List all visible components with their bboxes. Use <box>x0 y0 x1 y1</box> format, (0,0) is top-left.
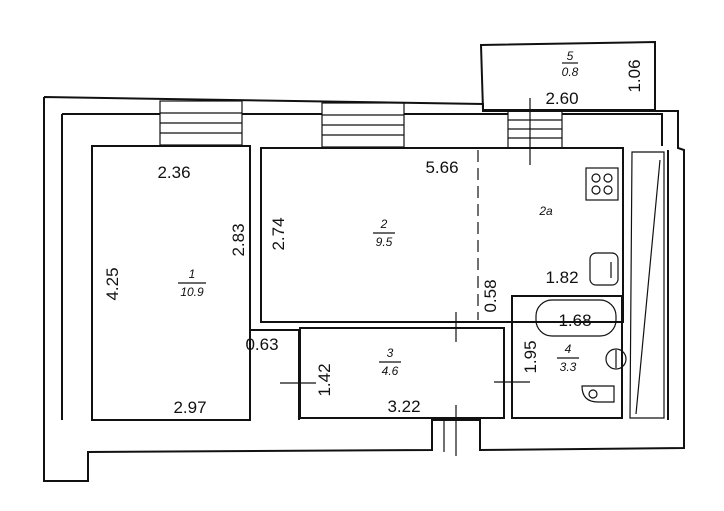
room-1-number: 1 <box>189 267 196 281</box>
door-marks <box>280 312 530 456</box>
room-2a-number: 2а <box>538 204 553 218</box>
stove-icon <box>585 167 619 201</box>
room-5-area: 0.8 <box>562 65 579 79</box>
bathtub-icon <box>535 299 617 337</box>
window-top-middle <box>321 102 405 148</box>
dim-kitchen-width: 1.82 <box>545 268 578 287</box>
dim-balcony-depth: 1.06 <box>625 59 644 92</box>
dim-room2-step: 0.58 <box>481 279 500 312</box>
room-3-number: 3 <box>387 346 394 360</box>
window-top-left <box>159 100 243 146</box>
dim-room3-left: 1.42 <box>315 363 334 396</box>
room-2-area: 9.5 <box>376 235 393 249</box>
room-5-number: 5 <box>567 49 574 63</box>
dim-bath: 1.68 <box>558 311 591 330</box>
room-2-number: 2 <box>380 217 388 231</box>
dim-room4-left: 1.95 <box>521 340 540 373</box>
toilet-icon <box>581 385 615 403</box>
room-4 <box>511 295 623 419</box>
dim-room1-right: 2.83 <box>229 223 248 256</box>
room-4-number: 4 <box>565 342 572 356</box>
room-3 <box>299 327 505 419</box>
sink-icon <box>589 252 619 286</box>
washbasin-icon <box>605 348 627 370</box>
outer-walls <box>43 96 685 482</box>
dim-balcony-width: 2.60 <box>545 89 578 108</box>
dim-room2-top: 5.66 <box>425 158 458 177</box>
room-1-area: 10.9 <box>180 285 204 299</box>
right-wall-panel <box>629 151 665 419</box>
dim-room1-step: 0.63 <box>245 335 278 354</box>
room-3-area: 4.6 <box>382 364 399 378</box>
dim-room2-left: 2.74 <box>269 217 288 250</box>
room-4-area: 3.3 <box>560 360 577 374</box>
dim-room1-top: 2.36 <box>157 163 190 182</box>
room-1 <box>91 145 251 421</box>
balcony-room-5 <box>479 40 656 111</box>
window-top-right <box>507 98 563 165</box>
dim-room3-bottom: 3.22 <box>387 397 420 416</box>
dim-room1-bottom: 2.97 <box>173 398 206 417</box>
dim-room1-left: 4.25 <box>103 267 122 300</box>
